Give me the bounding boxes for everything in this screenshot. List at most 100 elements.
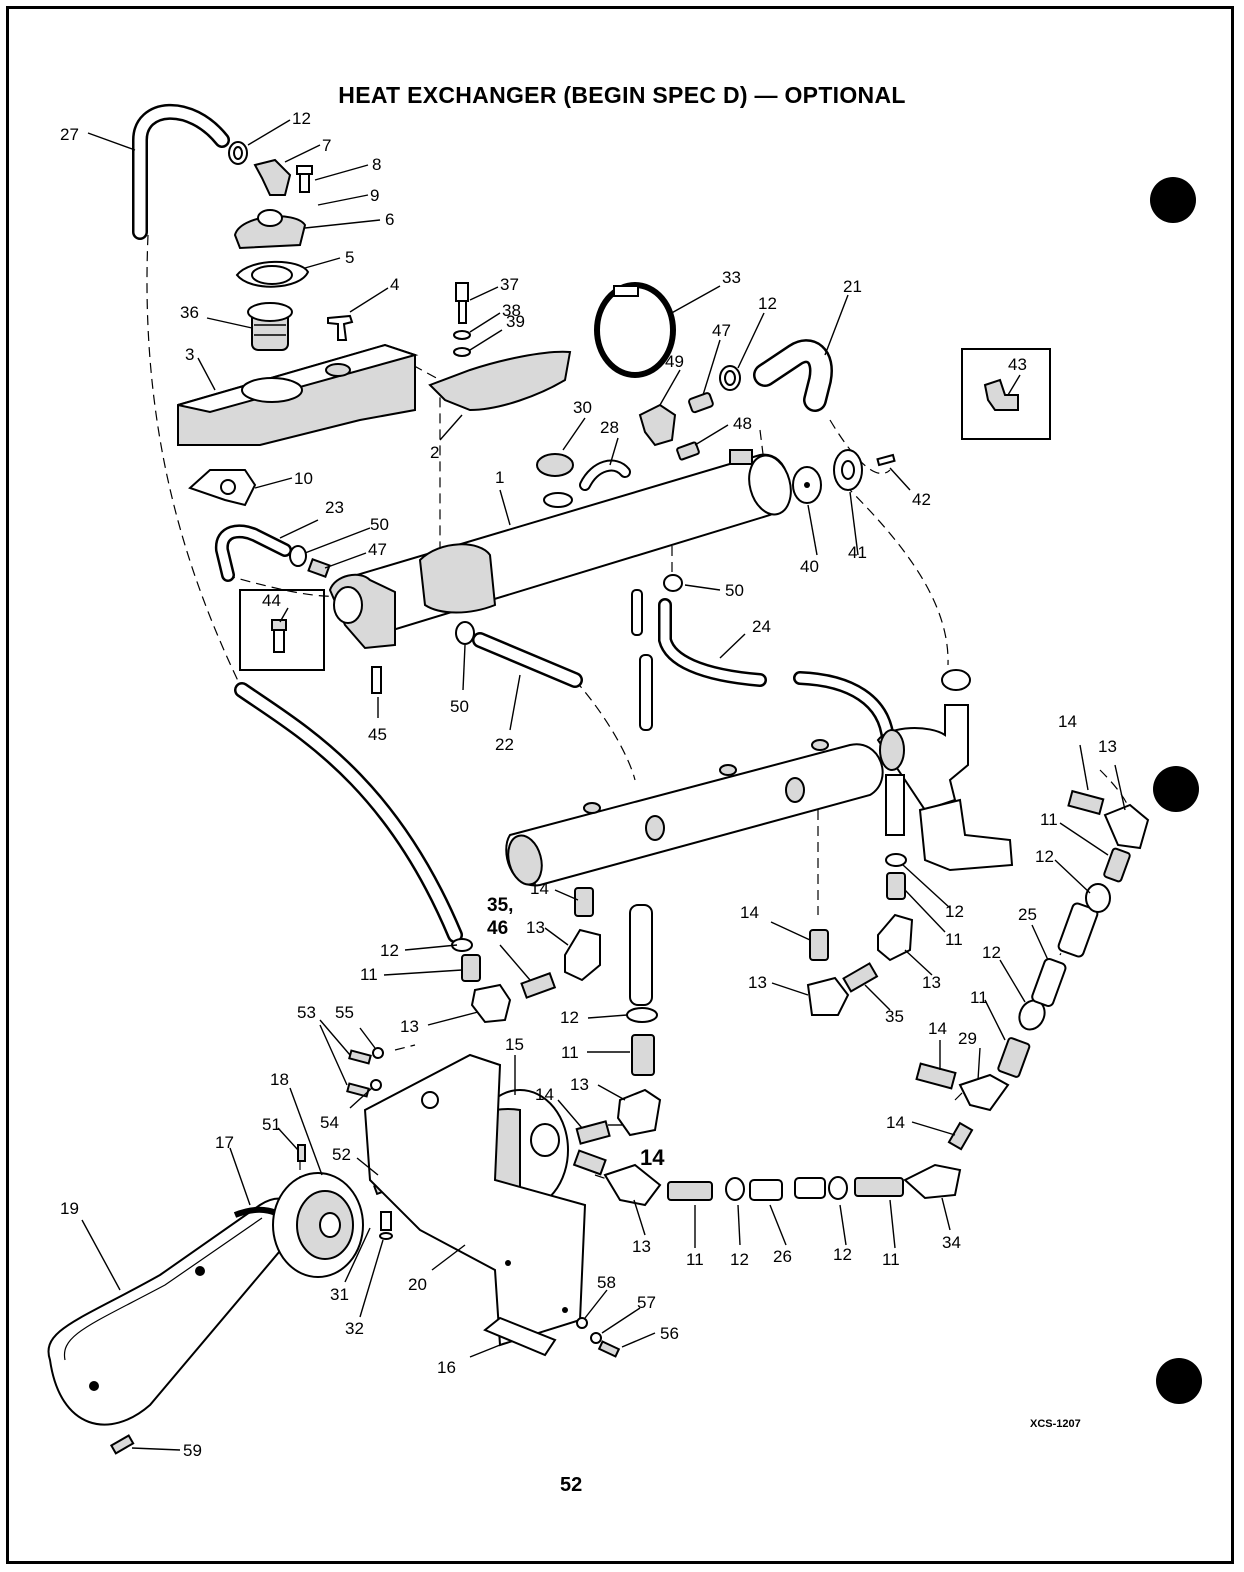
part-19-belt-guard [47,1197,302,1426]
label-12-e: 12 [945,902,964,921]
label-9: 9 [370,186,379,205]
label-14-g: 14 [640,1145,665,1170]
label-51: 51 [262,1115,281,1134]
label-59: 59 [183,1441,202,1460]
part-22-hose [472,632,583,688]
label-40: 40 [800,557,819,576]
part-50-clamp-left [289,545,331,578]
exhaust-elbow [876,669,1014,872]
leader-lines [81,119,1126,1451]
label-13-e: 13 [400,1017,419,1036]
page-number: 52 [560,1474,583,1496]
part-40-zinc [792,466,822,504]
label-15: 15 [505,1035,524,1054]
part-53-55-bolts [346,1047,384,1098]
label-2: 2 [430,443,439,462]
part-2-strap [428,350,572,412]
label-25: 25 [1018,905,1037,924]
label-10: 10 [294,469,313,488]
label-20: 20 [408,1275,427,1294]
label-36: 36 [180,303,199,322]
callout-labels: 27 12 7 8 9 6 5 4 36 3 2 10 37 38 39 33 … [60,109,1117,1460]
label-12-i: 12 [833,1245,852,1264]
label-12-c: 12 [1035,847,1054,866]
label-17: 17 [215,1133,234,1152]
part-36-thermostat [247,302,293,351]
label-44: 44 [262,591,281,610]
label-14-d: 14 [740,903,759,922]
part-28-hose [579,459,631,491]
hose-vertical-center [629,589,653,1006]
label-8: 8 [372,155,381,174]
part-56-58-hardware [576,1317,621,1358]
label-5: 5 [345,248,354,267]
label-1: 1 [495,468,504,487]
label-14-c: 14 [886,1113,905,1132]
part-24-hose [658,598,895,747]
part-10-gasket [188,469,257,507]
label-11-g: 11 [882,1250,900,1269]
label-14: 14 [1058,712,1077,731]
part-6-housing-cover [233,209,307,250]
part-50-clamp-lower [455,621,475,645]
part-12-clamp-top [228,141,248,165]
label-11-d: 11 [360,965,378,984]
label-13-f: 13 [570,1075,589,1094]
label-13-d: 13 [526,918,545,937]
label-26: 26 [773,1247,792,1266]
part-7-elbow [253,158,292,196]
label-11: 11 [1040,810,1058,829]
part-12-clamp-upper-right [719,365,741,391]
label-7: 7 [322,136,331,155]
label-53: 53 [297,1003,316,1022]
label-18: 18 [270,1070,289,1089]
part-5-gasket [235,260,310,288]
label-33: 33 [722,268,741,287]
label-13-c: 13 [748,973,767,992]
label-12-g: 12 [560,1008,579,1027]
pipe-fittings [451,789,1150,1207]
part-21-elbow-hose [753,339,833,412]
part-23-hose [214,524,292,582]
exhaust-manifold [505,739,884,887]
label-41: 41 [848,543,867,562]
label-14-f: 14 [535,1085,554,1104]
label-50-b: 50 [450,697,469,716]
label-35: 35 [885,1007,904,1026]
label-56: 56 [660,1324,679,1343]
label-22: 22 [495,735,514,754]
label-4: 4 [390,275,399,294]
part-48-nipple [676,441,700,461]
part-41-cap [833,449,863,491]
part-38-39-washers [453,330,471,357]
label-31: 31 [330,1285,349,1304]
label-29: 29 [958,1029,977,1048]
part-37-bolt [455,282,469,324]
label-54: 54 [320,1113,339,1132]
label-16: 16 [437,1358,456,1377]
label-38: 38 [502,301,521,320]
label-47-b: 47 [368,540,387,559]
part-47-fitting [688,392,714,414]
label-13-b: 13 [922,973,941,992]
label-12-h: 12 [730,1250,749,1269]
label-43: 43 [1008,355,1027,374]
part-16-plate [483,1316,557,1357]
part-4-petcock [327,314,354,341]
label-11-b: 11 [970,988,988,1007]
label-57: 57 [637,1293,656,1312]
label-49: 49 [665,352,684,371]
label-42: 42 [912,490,931,509]
drawing-code: XCS-1207 [1030,1418,1081,1430]
label-27: 27 [60,125,79,144]
label-11-f: 11 [686,1250,704,1269]
part-44-fitting-inset [239,589,325,671]
label-14-e: 14 [530,879,549,898]
tube-under-elbow [885,774,905,836]
label-11-e: 11 [561,1043,579,1062]
part-45-bolt [371,666,382,694]
label-12-f: 12 [380,941,399,960]
label-34: 34 [942,1233,961,1252]
label-52: 52 [332,1145,351,1164]
